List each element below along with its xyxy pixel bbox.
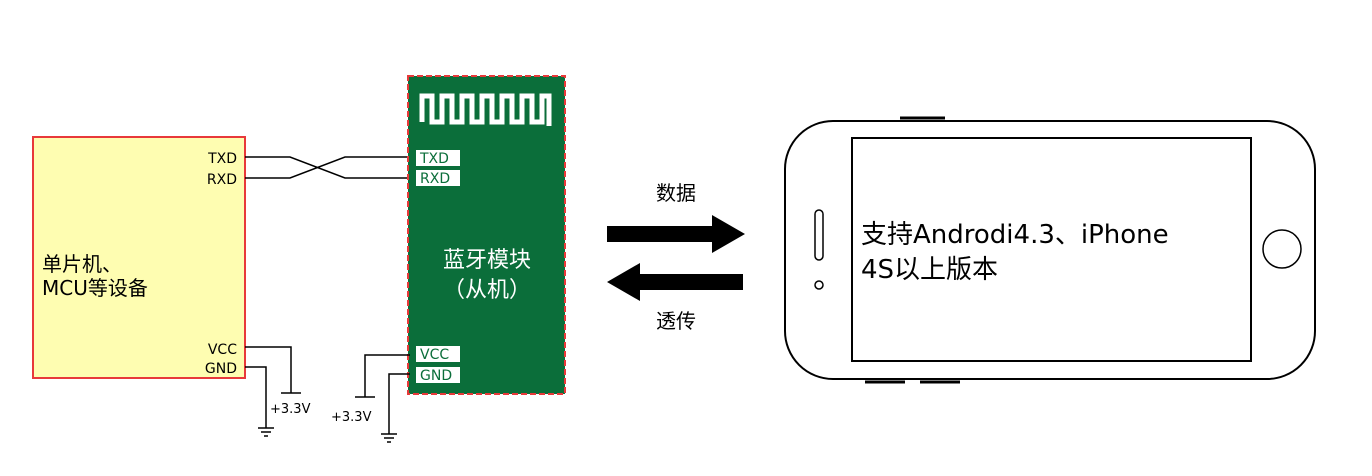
module-title-line2: （从机）	[443, 278, 531, 303]
mcu-device: 单片机、 MCU等设备 TXD RXD VCC GND	[32, 136, 246, 379]
mcu-box	[32, 136, 246, 379]
module-pin-rxd: RXD	[420, 171, 450, 187]
smartphone: 支持Androdi4.3、iPhone 4S以上版本	[784, 116, 1316, 384]
module-pin-gnd: GND	[420, 368, 452, 384]
phone-camera-icon	[814, 280, 824, 290]
antenna-trace-icon	[419, 93, 552, 126]
mcu-supply-label: +3.3V	[270, 402, 311, 417]
phone-speaker-slot	[814, 209, 824, 261]
module-pin-rxd-box	[416, 170, 460, 186]
phone-screen-line2: 4S以上版本	[861, 255, 998, 285]
phone-screen	[851, 137, 1252, 362]
mcu-power-wiring	[245, 346, 301, 437]
mcu-pin-rxd: RXD	[207, 172, 237, 188]
rxd-to-txd-wire	[245, 156, 410, 179]
mcu-gnd-wire	[245, 366, 267, 428]
module-gnd-wire	[388, 373, 410, 434]
phone-screen-line1: 支持Androdi4.3、iPhone	[861, 220, 1169, 250]
module-title-line1: 蓝牙模块	[443, 248, 531, 273]
uart-crossover-wires	[245, 156, 410, 179]
module-pin-txd: TXD	[419, 151, 449, 167]
mcu-vcc-wire	[245, 346, 292, 393]
module-power-wiring	[355, 354, 410, 443]
txd-to-rxd-wire	[245, 156, 410, 179]
arrow-bottom-label: 透传	[656, 309, 696, 333]
module-pin-vcc: VCC	[420, 347, 449, 363]
mcu-pin-vcc: VCC	[208, 342, 237, 358]
module-box	[407, 75, 566, 395]
data-arrows: 数据 透传	[607, 181, 745, 333]
mcu-pin-gnd: GND	[205, 361, 237, 377]
module-ground-symbol	[381, 433, 397, 443]
mcu-pin-txd: TXD	[207, 151, 237, 167]
arrow-left-icon	[607, 263, 743, 301]
arrow-top-label: 数据	[656, 181, 696, 205]
module-vcc-wire	[364, 354, 410, 397]
phone-home-button	[1262, 229, 1302, 269]
module-supply-label: +3.3V	[331, 410, 372, 425]
module-pin-vcc-box	[416, 346, 460, 362]
module-pin-gnd-box	[416, 367, 460, 383]
mcu-ground-symbol	[258, 427, 274, 437]
mcu-label-line2: MCU等设备	[42, 276, 148, 300]
mcu-label-line1: 单片机、	[42, 252, 122, 276]
arrow-right-icon	[607, 215, 745, 253]
module-pin-txd-box	[416, 150, 460, 166]
bluetooth-module: TXD RXD 蓝牙模块 （从机） VCC GND	[407, 75, 566, 395]
